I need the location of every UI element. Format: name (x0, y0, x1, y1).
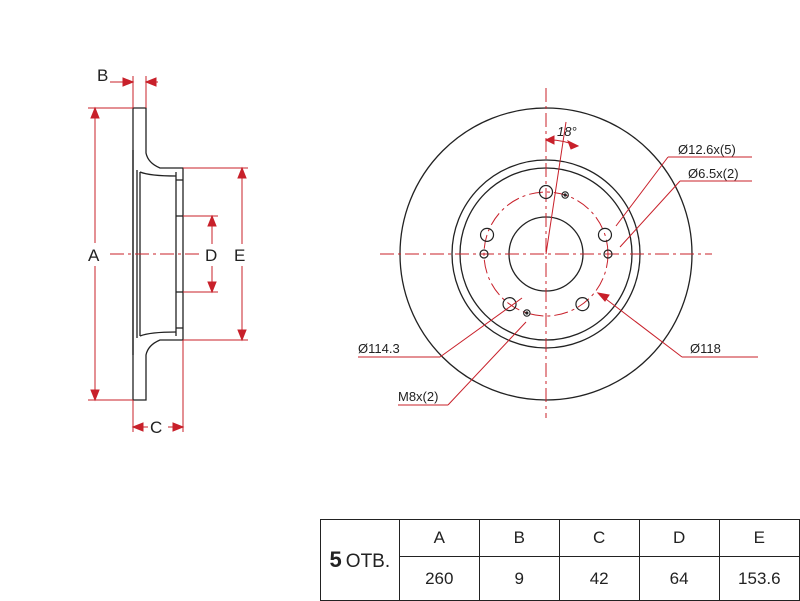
front-view: 18° Ø12.6x(5) Ø6.5x(2) Ø114.3 Ø118 M8x(2… (358, 88, 758, 418)
header-c: C (558, 519, 640, 557)
locating-hole (479, 249, 489, 259)
side-dimensions (88, 76, 248, 432)
value-d: 64 (638, 556, 720, 601)
value-e: 153.6 (718, 556, 800, 601)
value-c: 42 (558, 556, 640, 601)
value-b: 9 (478, 556, 560, 601)
dim-label-e: E (234, 246, 245, 265)
ring-label: Ø118 (690, 341, 721, 356)
stud-hole (502, 297, 517, 312)
stud-hole (538, 184, 554, 200)
value-a: 260 (398, 556, 480, 601)
side-view: A B C D E (88, 66, 248, 437)
thread-label: M8x(2) (398, 389, 438, 404)
header-e: E (718, 519, 800, 557)
dim-label-d: D (205, 246, 217, 265)
dim-label-c: C (150, 418, 162, 437)
hole-large-label: Ø12.6x(5) (678, 142, 736, 157)
locating-hole (603, 249, 613, 259)
thread-hole (561, 191, 569, 199)
pcd-circle (483, 191, 609, 317)
header-d: D (638, 519, 720, 557)
pcd-label: Ø114.3 (358, 341, 400, 356)
thread-hole-core (525, 311, 529, 315)
dim-label-b: B (97, 66, 108, 85)
holes-unit: ОТВ. (345, 551, 391, 572)
angle-label: 18° (557, 124, 577, 139)
holes-group (479, 184, 613, 317)
stud-hole (479, 227, 495, 242)
stud-hole (597, 227, 613, 242)
spec-value-row: 260 9 42 64 153.6 (321, 556, 800, 601)
hole-small-label: Ø6.5x(2) (688, 166, 739, 181)
thread-hole (523, 309, 531, 317)
header-b: B (478, 519, 560, 557)
thread-hole-core (563, 193, 567, 197)
stud-hole (575, 297, 590, 312)
front-leaders (358, 121, 758, 406)
header-a: A (398, 519, 480, 557)
front-center-lines (380, 88, 712, 418)
dim-label-a: A (88, 246, 100, 265)
holes-count: 5 (329, 547, 342, 572)
